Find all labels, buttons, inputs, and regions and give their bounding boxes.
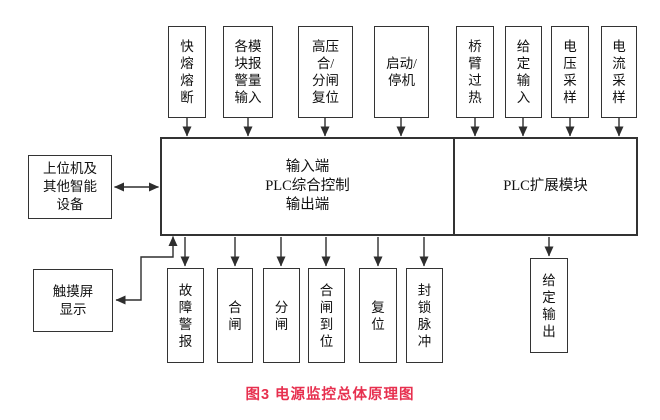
box-open-switch: 分 闸	[263, 268, 300, 363]
box-touch-screen-display: 触摸屏 显示	[33, 269, 113, 332]
box-fault-alarm: 故 障 警 报	[167, 268, 204, 363]
box-setpoint-output: 给 定 输 出	[530, 258, 568, 353]
box-reset: 复 位	[359, 268, 397, 363]
box-voltage-sampling: 电 压 采 样	[551, 26, 589, 118]
box-plc-controller: 输入端 PLC综合控制 输出端	[162, 139, 455, 234]
box-close-in-place: 合 闸 到 位	[308, 268, 345, 363]
arrow-touch-screen-link	[115, 236, 178, 305]
box-setpoint-input: 给 定 输 入	[505, 26, 542, 118]
box-close-switch: 合 闸	[217, 268, 253, 363]
box-hv-close-open-reset: 高压 合/ 分闸 复位	[298, 26, 353, 118]
box-fast-fuse-blow: 快 熔 熔 断	[168, 26, 206, 118]
box-block-pulse: 封 锁 脉 冲	[406, 268, 443, 363]
figure-caption: 图3 电源监控总体原理图	[245, 387, 415, 403]
box-bridge-arm-overheat: 桥 臂 过 热	[456, 26, 494, 118]
plc-main-block: 输入端 PLC综合控制 输出端 PLC扩展模块	[160, 137, 638, 236]
box-start-stop: 启动/ 停机	[374, 26, 429, 118]
box-module-alarm-input: 各模 块报 警量 输入	[223, 26, 273, 118]
box-plc-expansion-module: PLC扩展模块	[503, 178, 588, 194]
box-host-computer: 上位机及 其他智能 设备	[28, 155, 112, 219]
box-current-sampling: 电 流 采 样	[601, 26, 637, 118]
